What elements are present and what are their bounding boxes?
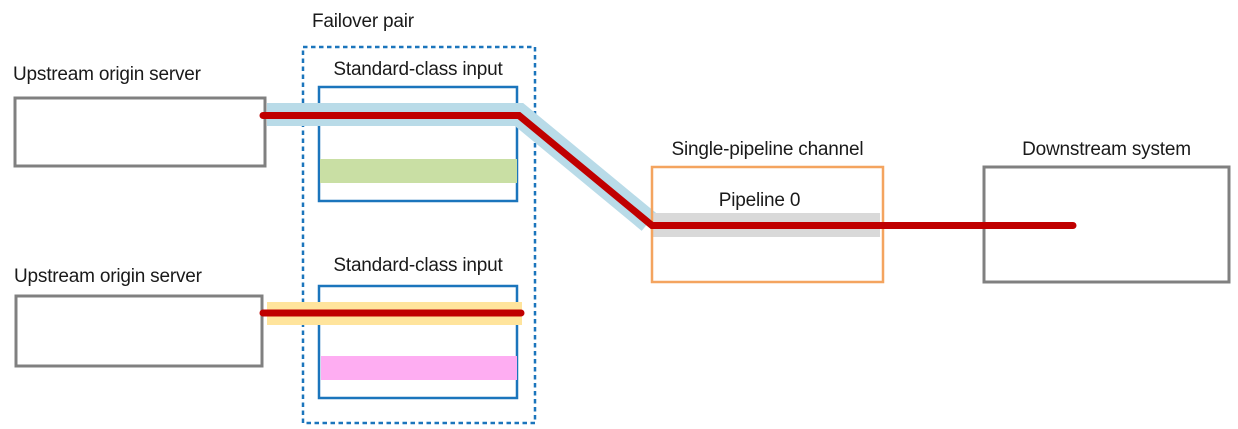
upstream-origin-box-bottom <box>14 294 264 368</box>
upstream-origin-box-top <box>13 96 267 168</box>
failover-pair-label: Failover pair <box>312 11 414 32</box>
standard-input-label-top: Standard-class input <box>333 59 503 80</box>
pipeline-0-label: Pipeline 0 <box>718 190 801 211</box>
pink-band <box>321 356 517 380</box>
red-active-path <box>259 112 1077 229</box>
failover-pair-group-box <box>301 45 537 425</box>
upstream-origin-label-top: Upstream origin server <box>13 64 201 85</box>
upstream-origin-label-bottom: Upstream origin server <box>14 266 202 287</box>
standard-input-label-bottom: Standard-class input <box>333 255 503 276</box>
single-pipeline-channel-label: Single-pipeline channel <box>671 139 864 160</box>
downstream-system-label: Downstream system <box>1022 139 1191 160</box>
green-band <box>320 159 517 183</box>
